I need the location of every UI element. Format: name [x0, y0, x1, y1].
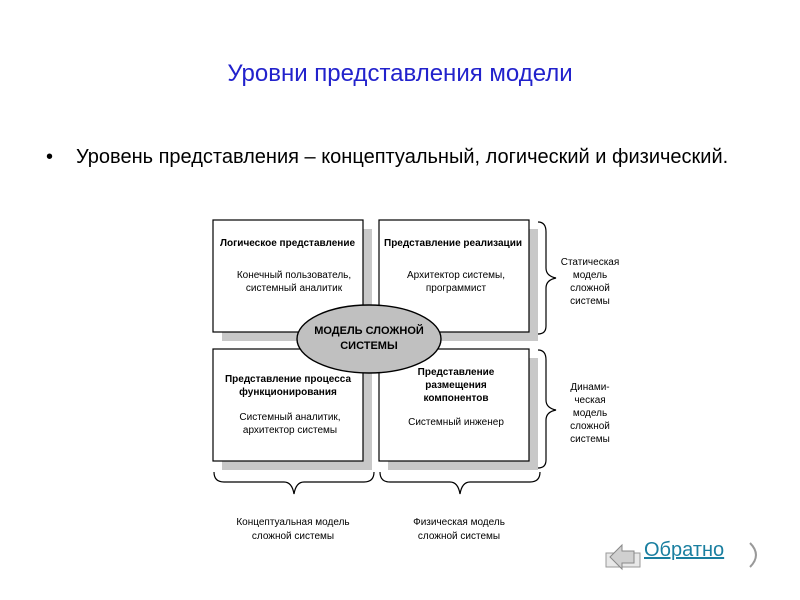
center-ellipse — [296, 304, 442, 374]
box-deployment-line-1: Системный инженер — [408, 417, 504, 428]
box-implementation-title: Представление реализации — [384, 238, 522, 249]
box-logical-line-1: Конечный пользователь, — [237, 270, 351, 281]
brace-dynamic — [537, 349, 557, 469]
static-label-2: модель — [573, 270, 607, 281]
box-deployment-title-3: компонентов — [423, 393, 488, 404]
bullet-item: • Уровень представления – концептуальный… — [46, 145, 746, 170]
back-link-label[interactable]: Обратно — [644, 539, 725, 561]
dynamic-label-3: модель — [573, 408, 607, 419]
bullet-text: Уровень представления – концептуальный, … — [76, 146, 729, 168]
box-deployment-title-2: размещения — [425, 380, 487, 391]
box-logical-title: Логическое представление — [220, 238, 355, 249]
static-label-1: Статическая — [561, 257, 620, 268]
static-label-4: системы — [570, 296, 610, 307]
dynamic-label-1: Динами- — [570, 382, 609, 393]
static-label-3: сложной — [570, 283, 610, 294]
box-logical-line-2: системный аналитик — [246, 283, 343, 294]
box-implementation-line-1: Архитектор системы, — [407, 270, 505, 281]
back-arrow-icon — [605, 542, 757, 571]
box-process-title-1: Представление процесса — [225, 374, 351, 385]
conceptual-label-1: Концептуальная модель — [236, 517, 349, 528]
physical-label-1: Физическая модель — [413, 517, 505, 528]
back-link[interactable]: Обратно — [600, 535, 770, 575]
slide-title: Уровни представления модели — [227, 60, 573, 87]
box-process-line-2: архитектор системы — [243, 425, 337, 436]
brace-static — [537, 221, 557, 335]
brace-physical — [379, 471, 541, 495]
bullet-marker: • — [46, 146, 54, 168]
box-process — [212, 348, 364, 462]
center-label-line-1: МОДЕЛЬ СЛОЖНОЙ — [314, 324, 424, 337]
box-process-line-1: Системный аналитик, — [239, 412, 340, 423]
conceptual-label-2: сложной системы — [252, 531, 334, 542]
box-process-title-2: функционирования — [239, 386, 337, 398]
dynamic-label-2: ческая — [574, 395, 605, 406]
box-implementation-line-2: программист — [426, 283, 487, 294]
dynamic-label-5: системы — [570, 434, 610, 445]
dynamic-label-4: сложной — [570, 421, 610, 432]
brace-conceptual — [213, 471, 375, 495]
center-label-line-2: СИСТЕМЫ — [340, 340, 398, 352]
box-deployment-title-1: Представление — [418, 367, 495, 378]
box-implementation — [378, 219, 530, 333]
physical-label-2: сложной системы — [418, 531, 500, 542]
